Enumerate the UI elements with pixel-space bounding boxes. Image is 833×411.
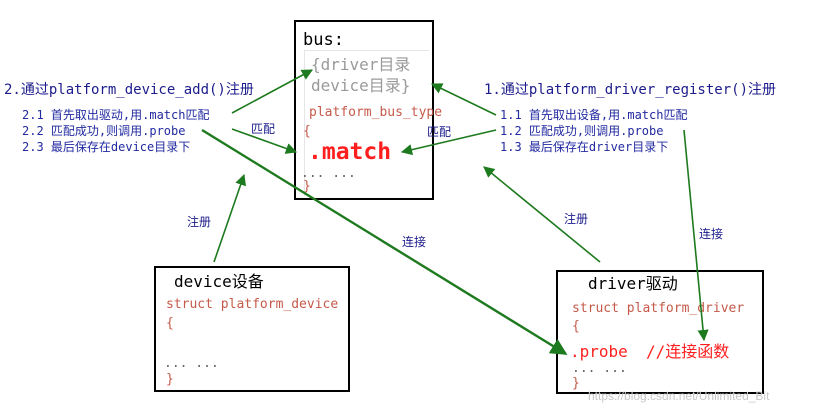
left-heading: 2.通过platform_device_add()注册	[4, 82, 254, 98]
arrow-driver-register	[483, 166, 601, 263]
right-heading: 1.通过platform_driver_register()注册	[484, 82, 777, 98]
bus-ellipsis: ... ...	[301, 166, 356, 181]
right-step-2: 1.2 匹配成功,则调用.probe	[500, 124, 664, 138]
device-close-brace: }	[166, 372, 174, 387]
left-step-1: 2.1 首先取出驱动,用.match匹配	[22, 108, 210, 122]
arrow-right-to-match	[400, 129, 497, 156]
bus-device-dir: device目录}	[311, 76, 411, 95]
watermark: https://blog.csdn.net/Unlimited_Bit	[588, 389, 770, 403]
driver-open-brace: {	[572, 319, 580, 334]
bus-match: .match	[308, 139, 392, 165]
bus-driver-dir: {driver目录	[311, 55, 411, 74]
label-register-right: 注册	[564, 212, 589, 226]
label-connect-mid: 连接	[402, 235, 427, 249]
device-ellipsis: ... ...	[164, 356, 219, 371]
driver-probe: .probe	[570, 342, 628, 361]
device-struct: struct platform_device	[166, 297, 339, 312]
bus-title: bus:	[303, 30, 344, 50]
label-connect-right: 连接	[699, 227, 724, 241]
device-box	[154, 266, 350, 392]
driver-title: driver驱动	[588, 274, 678, 293]
arrow-device-register	[213, 173, 247, 263]
left-step-2: 2.2 匹配成功,则调用.probe	[22, 124, 186, 138]
driver-probe-comment: //连接函数	[646, 342, 730, 361]
right-step-3: 1.3 最后保存在driver目录下	[500, 140, 669, 154]
driver-ellipsis: ... ...	[572, 361, 627, 376]
arrow-left-to-probe	[201, 128, 568, 356]
bus-inner-frame	[304, 50, 429, 196]
arrow-left-to-match	[231, 128, 298, 154]
arrow-left-to-driver-dir	[231, 69, 313, 114]
label-match-left: 匹配	[251, 122, 276, 136]
bus-open-brace: {	[303, 124, 311, 139]
left-step-3: 2.3 最后保存在device目录下	[22, 140, 191, 154]
right-step-1: 1.1 首先取出设备,用.match匹配	[500, 108, 688, 122]
arrow-right-to-device-dir	[430, 83, 497, 116]
device-open-brace: {	[166, 316, 174, 331]
bus-close-brace: }	[303, 179, 311, 194]
bus-type: platform_bus_type	[309, 105, 443, 120]
device-title: device设备	[174, 272, 264, 291]
label-register-left: 注册	[187, 215, 212, 229]
arrow-right-to-probe	[683, 129, 709, 342]
label-match-right: 匹配	[427, 125, 452, 139]
driver-close-brace: }	[572, 376, 580, 391]
driver-box	[556, 270, 764, 394]
bus-box	[294, 20, 434, 200]
